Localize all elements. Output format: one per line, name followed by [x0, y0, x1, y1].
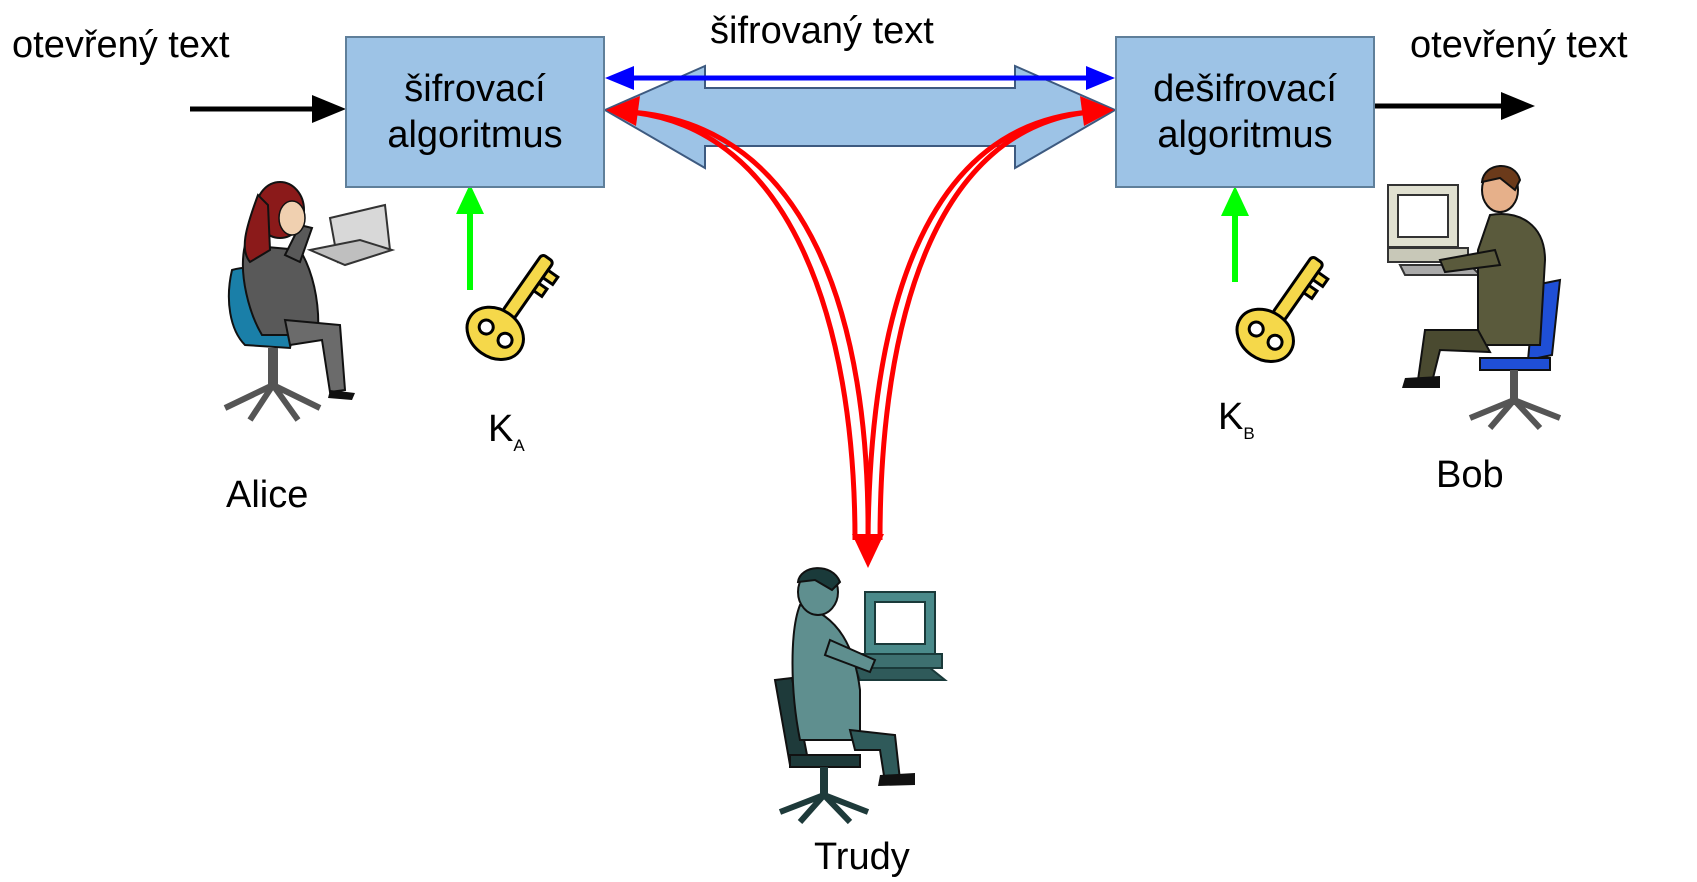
trudy-label: Trudy	[814, 836, 910, 878]
ciphertext-label: šifrovaný text	[710, 10, 934, 52]
trudy-figure	[773, 567, 948, 825]
bob-label: Bob	[1436, 454, 1504, 496]
key-a-label: KA	[488, 408, 525, 454]
key-a-main: K	[488, 408, 514, 450]
key-b-sub: B	[1243, 424, 1255, 443]
intercept-head-left	[606, 96, 640, 126]
key-a-icon	[465, 254, 560, 361]
decrypt-box-line2: algoritmus	[1157, 114, 1333, 156]
key-b-arrow	[1221, 186, 1249, 282]
encrypt-box-line2: algoritmus	[387, 114, 563, 156]
encryption-algorithm-box: šifrovací algoritmus	[345, 36, 605, 188]
alice-label: Alice	[226, 474, 309, 516]
alice-figure	[223, 181, 396, 422]
plaintext-in-arrow	[190, 95, 346, 123]
plaintext-right-label: otevřený text	[1410, 24, 1628, 66]
intercept-arrow-left	[629, 109, 871, 541]
key-a-arrow	[456, 184, 484, 290]
bob-figure	[1387, 165, 1562, 431]
encrypt-box-line1: šifrovací	[404, 67, 546, 110]
decrypt-box-line1: dešifrovací	[1153, 67, 1337, 110]
intercept-head-down	[852, 534, 884, 568]
key-b-icon	[1235, 256, 1330, 363]
cipher-text-arrow	[605, 66, 1115, 90]
key-b-main: K	[1218, 396, 1244, 438]
channel-arrow	[602, 64, 1118, 170]
plaintext-left-label: otevřený text	[12, 24, 230, 66]
plaintext-out-arrow	[1375, 92, 1535, 120]
key-a-sub: A	[513, 436, 525, 455]
key-b-label: KB	[1218, 396, 1255, 442]
intercept-arrow-right	[865, 109, 1091, 541]
intercept-head-right	[1080, 96, 1114, 126]
decryption-algorithm-box: dešifrovací algoritmus	[1115, 36, 1375, 188]
